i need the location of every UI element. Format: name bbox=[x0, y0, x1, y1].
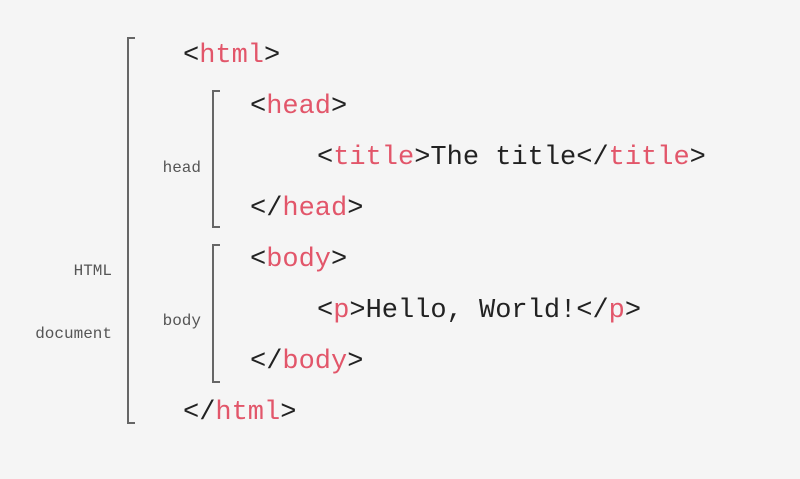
body-label: body bbox=[162, 312, 201, 330]
code-line-head-close: </head> bbox=[250, 194, 364, 224]
html-document-bracket bbox=[127, 37, 135, 424]
label-line-1: HTML bbox=[73, 262, 112, 280]
code-line-html-open: <html> bbox=[183, 41, 281, 71]
html-document-label: HTML document bbox=[20, 219, 112, 366]
label-line-2: document bbox=[35, 325, 112, 343]
code-line-head-open: <head> bbox=[250, 92, 348, 122]
code-line-html-close: </html> bbox=[183, 398, 297, 428]
code-line-title: <title>The title</title> bbox=[317, 143, 706, 173]
code-line-paragraph: <p>Hello, World!</p> bbox=[317, 296, 642, 326]
code-line-body-close: </body> bbox=[250, 347, 364, 377]
head-label: head bbox=[162, 159, 201, 177]
head-bracket bbox=[212, 90, 220, 228]
code-line-body-open: <body> bbox=[250, 245, 348, 275]
body-bracket bbox=[212, 244, 220, 383]
